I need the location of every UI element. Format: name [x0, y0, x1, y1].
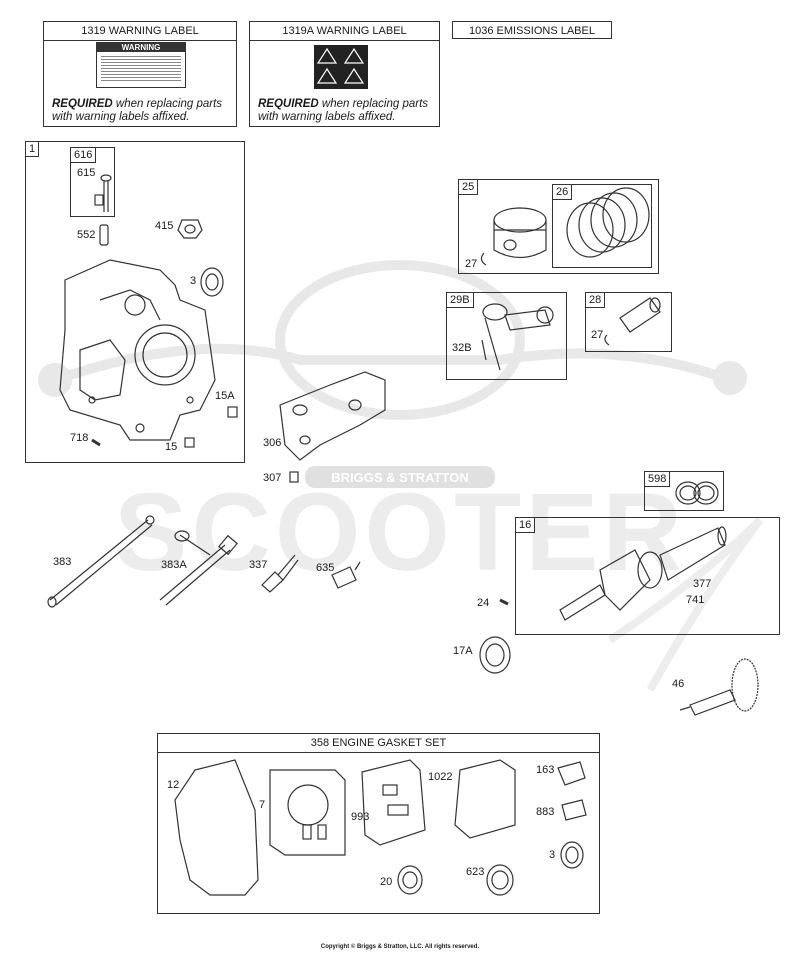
wrist-pin-28-drawing: [604, 297, 661, 346]
part-label-1022[interactable]: 1022: [428, 771, 453, 783]
pushrod-383-drawing: [47, 515, 155, 608]
part-635-drawing: [331, 561, 361, 589]
washer-group-box: [644, 471, 724, 511]
part-label-46[interactable]: 46: [672, 678, 685, 690]
seal-20-drawing: [397, 865, 423, 895]
part-label-32b[interactable]: 32B: [452, 342, 472, 354]
part-tag-16[interactable]: 16: [515, 517, 536, 533]
seal-3-drawing: [200, 267, 224, 297]
bearing-17a-drawing: [479, 636, 511, 674]
piston-group-box: [458, 179, 659, 274]
part-label-17a[interactable]: 17A: [453, 645, 473, 657]
part-label-552[interactable]: 552: [77, 229, 96, 241]
connecting-rod-29b-drawing: [481, 303, 554, 371]
gasket-1022-drawing: [454, 759, 516, 839]
part-label-27-piston[interactable]: 27: [465, 258, 478, 270]
part-label-615[interactable]: 615: [77, 167, 96, 179]
pin-718-drawing: [91, 438, 101, 447]
crankshaft-16-drawing: [559, 526, 727, 621]
part-label-12[interactable]: 12: [167, 779, 180, 791]
part-label-27-pin[interactable]: 27: [591, 329, 604, 341]
watermark-badge: BRIGGS & STRATTON: [305, 466, 495, 488]
part-label-24[interactable]: 24: [477, 597, 490, 609]
part-tag-1[interactable]: 1: [25, 141, 40, 157]
part-label-623[interactable]: 623: [466, 866, 485, 878]
washers-598-drawing: [675, 481, 719, 505]
copyright-notice: Copyright © Briggs & Stratton, LLC. All …: [320, 944, 480, 950]
part-label-635[interactable]: 635: [316, 562, 335, 574]
plug-15a-drawing: [227, 406, 238, 418]
seal-3-gasket-drawing: [560, 841, 584, 869]
part-tag-26[interactable]: 26: [552, 184, 573, 200]
head-gasket-7-drawing: [269, 769, 346, 856]
crankshaft-group-box: [515, 517, 780, 635]
part-label-383[interactable]: 383: [53, 556, 72, 568]
part-label-306[interactable]: 306: [263, 437, 282, 449]
part-label-15[interactable]: 15: [165, 441, 178, 453]
emissions-label-1036-box: 1036 EMISSIONS LABEL: [452, 21, 612, 39]
gasket-12-drawing: [174, 759, 259, 896]
part-label-415[interactable]: 415: [155, 220, 174, 232]
part-label-15a[interactable]: 15A: [215, 390, 235, 402]
part-label-883[interactable]: 883: [536, 806, 555, 818]
warning-label-1319-box: 1319 WARNING LABEL WARNING REQUIRED when…: [43, 21, 237, 127]
guide-552-drawing: [99, 224, 109, 246]
pushrod-383a-drawing: [159, 530, 238, 606]
watermark-text: SCOOTER: [114, 471, 686, 594]
part-tag-28[interactable]: 28: [585, 292, 606, 308]
breather-cover-306-drawing: [279, 371, 386, 461]
warning-lines: [101, 54, 181, 82]
nut-415-drawing: [177, 219, 203, 239]
rings-26-drawing: [566, 187, 650, 258]
gasket-883-drawing: [561, 799, 587, 821]
part-tag-29b[interactable]: 29B: [446, 292, 474, 308]
part-label-383a[interactable]: 383A: [161, 559, 187, 571]
warning-label-1319-image: WARNING: [96, 42, 186, 88]
part-label-718[interactable]: 718: [70, 432, 89, 444]
gasket-set-box: 358 ENGINE GASKET SET: [157, 733, 600, 914]
part-label-307[interactable]: 307: [263, 472, 282, 484]
part-tag-598[interactable]: 598: [644, 471, 671, 487]
svg-text:BRIGGS & STRATTON: BRIGGS & STRATTON: [331, 470, 468, 485]
emissions-label-1036-title: 1036 EMISSIONS LABEL: [469, 25, 595, 37]
warning-label-1319a-box: 1319A WARNING LABEL REQUIRED when replac…: [249, 21, 440, 127]
warning-badge: WARNING: [97, 43, 185, 52]
part-label-3-crankcase[interactable]: 3: [190, 275, 197, 287]
warning-label-1319-title: 1319 WARNING LABEL: [44, 22, 236, 41]
watermark-logo: [38, 260, 747, 420]
crankcase-group-box: [25, 141, 245, 463]
part-label-7[interactable]: 7: [259, 799, 266, 811]
watermark-swoosh: [607, 517, 764, 692]
part-label-377[interactable]: 377: [693, 578, 712, 590]
part-label-337[interactable]: 337: [249, 559, 268, 571]
part-label-163[interactable]: 163: [536, 764, 555, 776]
connecting-rod-group-box: [446, 292, 567, 380]
part-label-993[interactable]: 993: [351, 811, 370, 823]
warning-label-1319a-title: 1319A WARNING LABEL: [250, 22, 439, 41]
part-tag-616[interactable]: 616: [70, 147, 97, 163]
part-label-741[interactable]: 741: [686, 594, 705, 606]
plug-15-drawing: [184, 437, 195, 448]
gasket-993-drawing: [361, 759, 426, 846]
wrist-pin-group-box: [585, 292, 672, 352]
warning-label-1319a-image: [314, 45, 368, 89]
crankcase-drawing: [59, 259, 216, 441]
part-label-3-gasket[interactable]: 3: [549, 849, 556, 861]
part-label-20[interactable]: 20: [380, 876, 393, 888]
gasket-set-title: 358 ENGINE GASKET SET: [158, 734, 599, 753]
spark-plug-337-drawing: [261, 554, 299, 593]
cam-gear-46-drawing: [679, 658, 759, 716]
gasket-163-drawing: [557, 761, 586, 786]
rings-group-box: [552, 184, 652, 268]
piston-25-drawing: [480, 207, 547, 266]
valve-615-drawing: [94, 174, 112, 212]
pin-24-drawing: [499, 598, 509, 606]
seal-623-drawing: [486, 864, 514, 896]
part-tag-25[interactable]: 25: [458, 179, 479, 195]
screw-307-drawing: [289, 471, 299, 483]
